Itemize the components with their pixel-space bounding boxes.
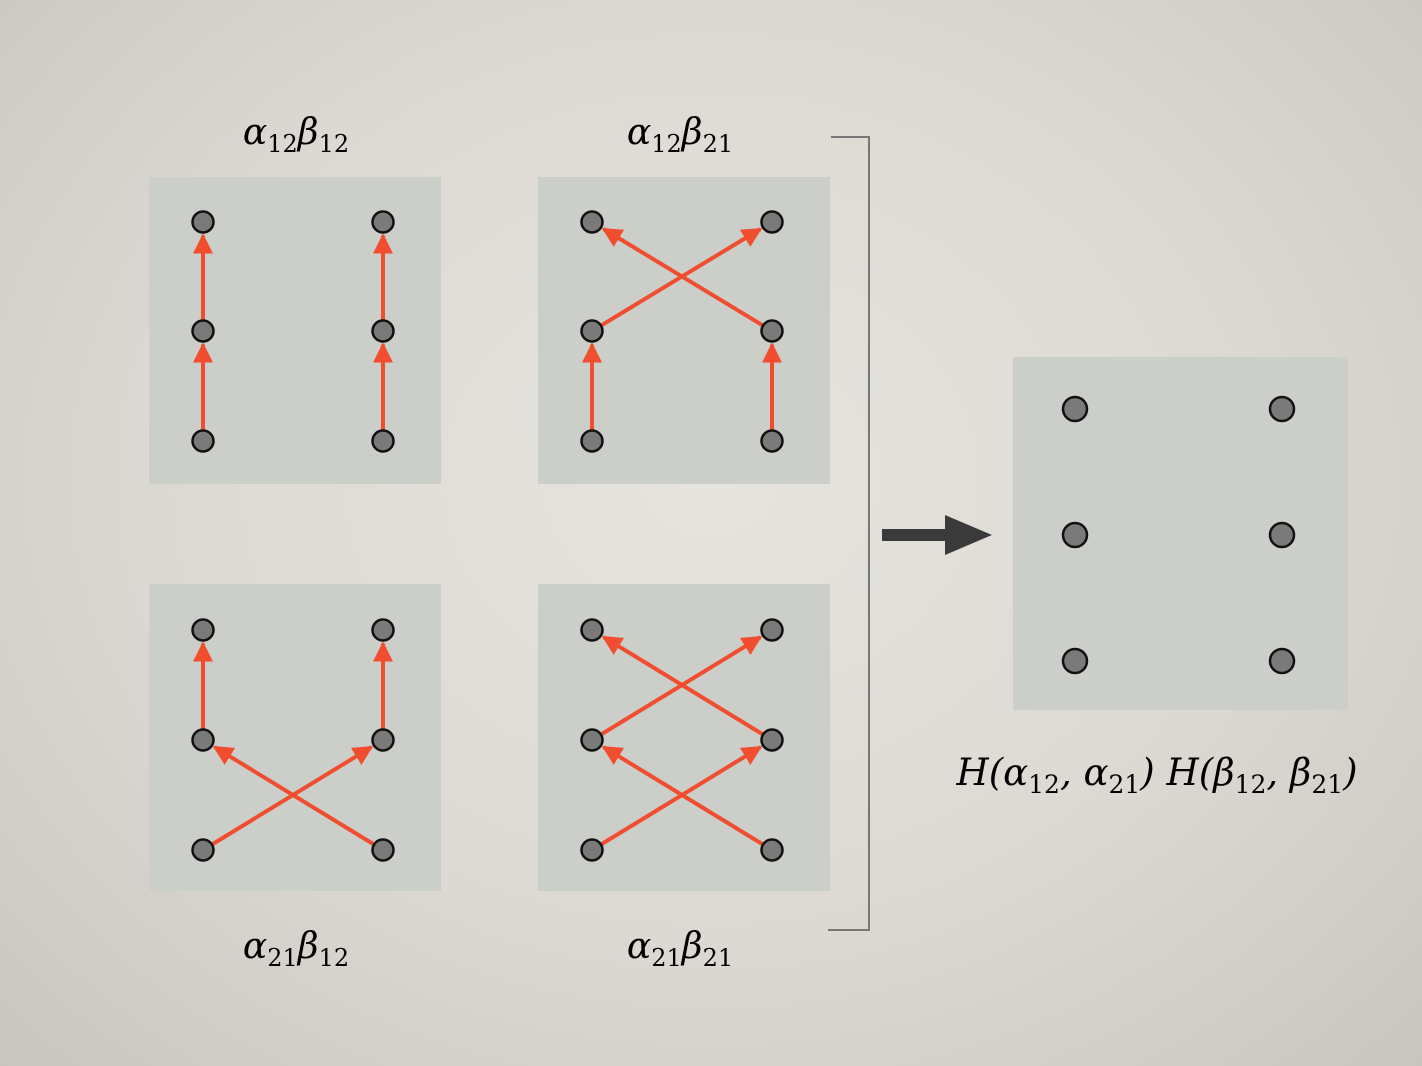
node-top-right-1-0 bbox=[760, 210, 784, 234]
node-top-right-0-1 bbox=[580, 319, 604, 343]
node-result-1-2 bbox=[1268, 647, 1296, 675]
bracket bbox=[828, 136, 870, 931]
label-bottom-right: α21β21 bbox=[627, 926, 733, 972]
node-bottom-left-0-0 bbox=[191, 618, 215, 642]
node-top-right-0-2 bbox=[580, 429, 604, 453]
node-bottom-left-1-1 bbox=[371, 728, 395, 752]
label-bottom-left: α21β12 bbox=[243, 926, 349, 972]
node-result-0-2 bbox=[1061, 647, 1089, 675]
node-top-left-0-2 bbox=[191, 429, 215, 453]
node-top-left-0-1 bbox=[191, 319, 215, 343]
node-bottom-right-1-1 bbox=[760, 728, 784, 752]
node-bottom-right-0-0 bbox=[580, 618, 604, 642]
node-top-left-0-0 bbox=[191, 210, 215, 234]
node-top-left-1-1 bbox=[371, 319, 395, 343]
arrow-top-right-3 bbox=[601, 227, 764, 327]
label-result: H(α12, α21) H(β12, β21) bbox=[955, 751, 1357, 799]
label-top-right: α12β21 bbox=[627, 112, 733, 158]
arrow-layer bbox=[193, 227, 782, 846]
arrow-bottom-right-1 bbox=[601, 745, 764, 846]
label-top-left: α12β12 bbox=[243, 112, 349, 158]
node-bottom-right-1-0 bbox=[760, 618, 784, 642]
node-result-1-0 bbox=[1268, 395, 1296, 423]
arrow-bottom-right-3 bbox=[601, 635, 764, 736]
node-bottom-left-0-1 bbox=[191, 728, 215, 752]
node-top-right-0-0 bbox=[580, 210, 604, 234]
node-bottom-right-0-2 bbox=[580, 838, 604, 862]
node-top-left-1-2 bbox=[371, 429, 395, 453]
big-arrow-icon bbox=[882, 515, 992, 555]
node-layer bbox=[191, 210, 1296, 862]
node-top-right-1-1 bbox=[760, 319, 784, 343]
node-result-0-0 bbox=[1061, 395, 1089, 423]
node-result-1-1 bbox=[1268, 521, 1296, 549]
node-result-0-1 bbox=[1061, 521, 1089, 549]
node-top-right-1-2 bbox=[760, 429, 784, 453]
arrow-bottom-left-1 bbox=[212, 745, 375, 846]
node-bottom-left-1-0 bbox=[371, 618, 395, 642]
node-bottom-right-1-2 bbox=[760, 838, 784, 862]
node-bottom-left-1-2 bbox=[371, 838, 395, 862]
node-bottom-left-0-2 bbox=[191, 838, 215, 862]
node-top-left-1-0 bbox=[371, 210, 395, 234]
node-bottom-right-0-1 bbox=[580, 728, 604, 752]
